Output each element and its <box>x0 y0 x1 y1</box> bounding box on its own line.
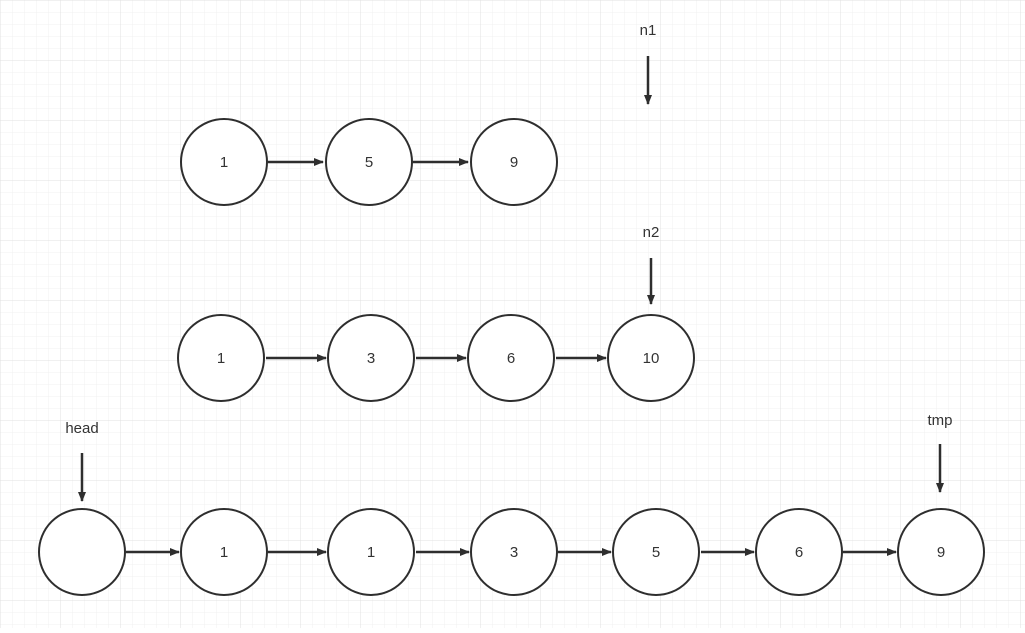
list-node: 1 <box>327 508 415 596</box>
pointer-n1-label: n1 <box>640 22 657 39</box>
node-value: 3 <box>510 544 518 561</box>
list-node: 1 <box>177 314 265 402</box>
node-circle <box>38 508 126 596</box>
list-node: 3 <box>327 314 415 402</box>
node-circle <box>467 314 555 402</box>
list-node: 9 <box>470 118 558 206</box>
node-circle <box>897 508 985 596</box>
node-circle <box>325 118 413 206</box>
node-circle <box>607 314 695 402</box>
list-node: 5 <box>612 508 700 596</box>
node-value: 10 <box>643 350 660 367</box>
node-circle <box>177 314 265 402</box>
list-node: 6 <box>755 508 843 596</box>
node-circle <box>612 508 700 596</box>
list-node: 6 <box>467 314 555 402</box>
node-circle <box>470 508 558 596</box>
node-circle <box>755 508 843 596</box>
node-circle <box>180 118 268 206</box>
list-node: 3 <box>470 508 558 596</box>
node-circle <box>180 508 268 596</box>
pointer-head-label: head <box>65 420 98 437</box>
list-node: 1 <box>180 508 268 596</box>
list-node: 10 <box>607 314 695 402</box>
node-value: 9 <box>510 154 518 171</box>
node-value: 1 <box>217 350 225 367</box>
list-node: 9 <box>897 508 985 596</box>
pointer-tmp-label: tmp <box>927 412 952 429</box>
node-circle <box>327 508 415 596</box>
head-dummy-node <box>38 508 126 596</box>
node-circle <box>470 118 558 206</box>
node-value: 1 <box>220 544 228 561</box>
node-value: 6 <box>507 350 515 367</box>
node-value: 5 <box>365 154 373 171</box>
node-value: 6 <box>795 544 803 561</box>
node-value: 1 <box>367 544 375 561</box>
node-circle <box>327 314 415 402</box>
list-node: 5 <box>325 118 413 206</box>
node-value: 9 <box>937 544 945 561</box>
node-value: 5 <box>652 544 660 561</box>
list-node: 1 <box>180 118 268 206</box>
pointer-n2-label: n2 <box>643 224 660 241</box>
node-value: 1 <box>220 154 228 171</box>
node-value: 3 <box>367 350 375 367</box>
